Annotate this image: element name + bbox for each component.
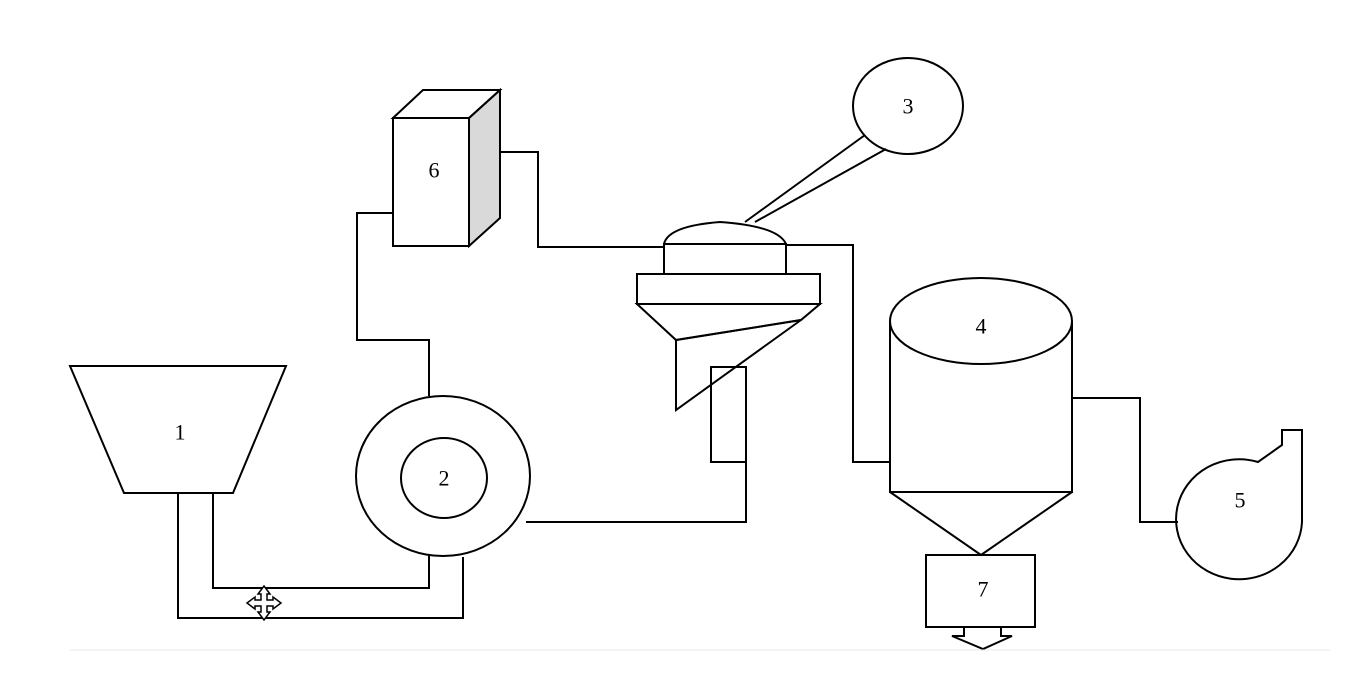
pipe-hopper-to-mill-outer [177, 493, 464, 619]
fan-housing [1175, 429, 1303, 581]
balloon-pointer [744, 134, 887, 223]
component-balloon [744, 57, 964, 223]
pipe-separator-to-tank [786, 244, 890, 463]
box-front-face [392, 117, 470, 247]
mill-inner-ring [400, 437, 488, 519]
pipe-box-to-separator [500, 151, 664, 248]
pipe-tank-to-fan [1072, 397, 1178, 523]
separator-body [663, 243, 787, 275]
down-arrow-icon [951, 626, 1013, 651]
component-mill [355, 395, 531, 557]
component-hopper [68, 365, 288, 494]
pipes [177, 151, 1178, 619]
pipe-hopper-to-mill-inner [212, 493, 430, 589]
component-outlet [925, 554, 1036, 651]
balloon-body [852, 57, 964, 155]
component-separator [634, 220, 823, 412]
tank-walls [889, 321, 1073, 493]
component-fan [1175, 429, 1303, 581]
label-fan: 5 [1235, 488, 1246, 513]
separator-flange [636, 273, 821, 305]
separator-dome [663, 220, 787, 245]
move-cursor-icon [245, 584, 283, 622]
pipe-mill-to-separator [526, 366, 747, 523]
hopper-body [68, 365, 288, 494]
pipe-mill-to-box [356, 212, 430, 396]
tank-top [889, 277, 1073, 365]
mill-outer-ring [355, 395, 531, 557]
label-box: 6 [429, 158, 440, 183]
component-box [390, 87, 503, 249]
label-outlet: 7 [978, 577, 989, 602]
separator-discharge [675, 319, 802, 412]
tank-cone [889, 491, 1073, 557]
label-mill: 2 [439, 466, 450, 491]
label-hopper: 1 [175, 420, 186, 445]
label-cyclone-tank: 4 [976, 314, 987, 339]
label-balloon: 3 [903, 94, 914, 119]
